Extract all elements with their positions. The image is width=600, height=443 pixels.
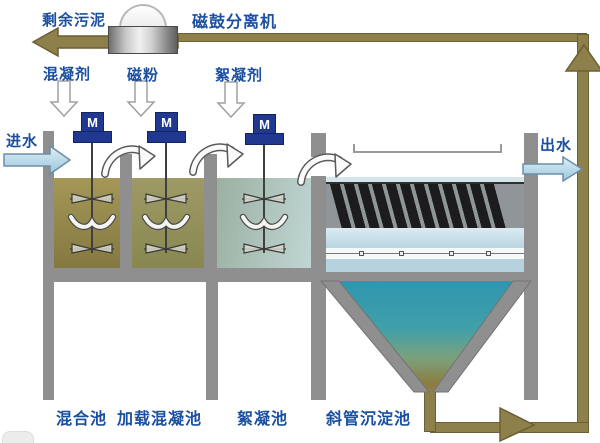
- collector-orifice: [449, 251, 454, 256]
- magnetic-powder-dosing-arrow-icon: [126, 80, 156, 118]
- pipe-up-arrow-icon: [564, 43, 600, 72]
- overflow-arrow-1-icon: [101, 145, 156, 178]
- mixer-motor-3: M: [253, 114, 276, 135]
- settler-left-post: [311, 133, 326, 157]
- settler-clear-water-band: [326, 228, 524, 248]
- settler-lower-water-band: [326, 259, 524, 272]
- coagulant-label: 混凝剂: [43, 66, 92, 83]
- sludge-return-pipe-right: [577, 34, 589, 433]
- effluent-arrow-icon: [522, 155, 584, 183]
- inlet-wall: [43, 131, 54, 400]
- sludge-return-pipe-top: [174, 33, 587, 42]
- collector-orifice: [359, 251, 364, 256]
- flocculant-dosing-arrow-icon: [216, 81, 246, 119]
- impeller-set-3: [239, 193, 289, 254]
- effluent-trough-icon: [353, 144, 502, 153]
- loaded-coagulation-tank-label: 加载混凝池: [117, 411, 203, 428]
- mixer-motor-2: M: [155, 112, 178, 133]
- mixer-motor-2-base: [147, 131, 186, 143]
- inclined-tube-module: [326, 182, 524, 228]
- coagulant-dosing-arrow-icon: [49, 80, 79, 118]
- settler-collector-pipe: [326, 248, 524, 259]
- settler-water-surface: [326, 177, 524, 182]
- drum-separator-label: 磁鼓分离机: [192, 14, 278, 31]
- mixer-motor-1: M: [81, 112, 104, 133]
- flocculation-tank-label: 絮凝池: [237, 411, 289, 428]
- hopper-right-wall: [432, 280, 532, 393]
- pipe-right-arrow-icon: [499, 406, 536, 443]
- mixer-motor-3-base: [245, 133, 284, 145]
- sludge-hopper: [319, 280, 532, 393]
- settler-left-wall: [311, 176, 326, 400]
- tank-divider-1: [120, 154, 132, 268]
- impeller-set-1: [67, 193, 117, 254]
- collector-orifice: [399, 251, 404, 256]
- collector-orifice: [486, 251, 491, 256]
- influent-label: 进水: [6, 133, 39, 150]
- influent-arrow-icon: [3, 144, 72, 176]
- mixer-motor-1-base: [73, 131, 112, 143]
- overflow-arrow-3-icon: [297, 153, 352, 186]
- corner-artifact: [2, 431, 34, 443]
- collector-pipe-line: [326, 253, 524, 254]
- excess-sludge-label: 剩余污泥: [42, 12, 107, 29]
- mixer-shaft-2: [165, 143, 167, 253]
- drum-separator-dome-icon: [119, 4, 167, 28]
- settler-right-wall: [524, 133, 538, 400]
- flocculant-label: 絮凝剂: [215, 67, 264, 84]
- tank-bottom-slab: [43, 268, 326, 282]
- inclined-tubes-icon: [329, 184, 509, 228]
- drum-separator-icon: [108, 26, 178, 54]
- effluent-label: 出水: [540, 137, 573, 154]
- tank-divider-2: [204, 154, 217, 268]
- hopper-left-wall: [319, 280, 431, 393]
- mixer-shaft-1: [91, 143, 93, 253]
- magnetic-powder-label: 磁粉: [127, 67, 160, 84]
- tube-settler-tank-label: 斜管沉淀池: [326, 411, 412, 428]
- impeller-set-2: [141, 193, 191, 254]
- settler-bottom-slab: [311, 272, 538, 282]
- support-leg-middle: [206, 282, 218, 400]
- hopper-water: [338, 281, 514, 388]
- mixing-tank-label: 混合池: [56, 411, 108, 428]
- overflow-arrow-2-icon: [189, 143, 244, 176]
